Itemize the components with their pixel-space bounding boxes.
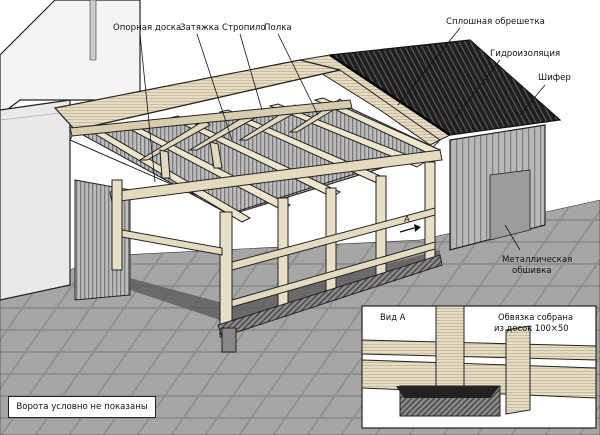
label-solid-lathing: Сплошная обрешетка [446,17,545,27]
floor-shadow [130,250,440,325]
inset-note-line1: Обвязка собрана [498,312,573,322]
label-support-board: Опорная доска [113,23,181,33]
front-beam [109,149,443,203]
label-tie: Затяжка [180,23,219,33]
leader-lines [139,27,546,251]
waterproofing-layer [329,54,451,136]
label-metal-cladding-line1: Металлическая [502,255,572,265]
house-wall [0,0,141,301]
support-board [69,99,353,137]
inset-view-a: Вид А Обвязка собрана из досок 100×50 [361,305,597,429]
label-letter-a: А [404,215,410,225]
label-slate: Шифер [538,73,571,83]
view-arrow: А [399,215,421,233]
inset-view-label: Вид А [380,312,406,322]
caption-box: Ворота условно не показаны [8,396,156,418]
metal-clad-wall [449,124,546,251]
wall-rails [121,207,436,308]
label-waterproofing: Гидроизоляция [490,49,560,59]
label-shelf: Полка [264,23,292,33]
bottom-sill [217,254,443,338]
post-footing [221,327,237,353]
label-metal-cladding-line2: обшивка [512,266,552,276]
inset-note-line2: из досок 100×50 [494,323,569,333]
caption-text: Ворота условно не показаны [16,402,148,412]
label-rafter: Стропило [222,23,266,33]
